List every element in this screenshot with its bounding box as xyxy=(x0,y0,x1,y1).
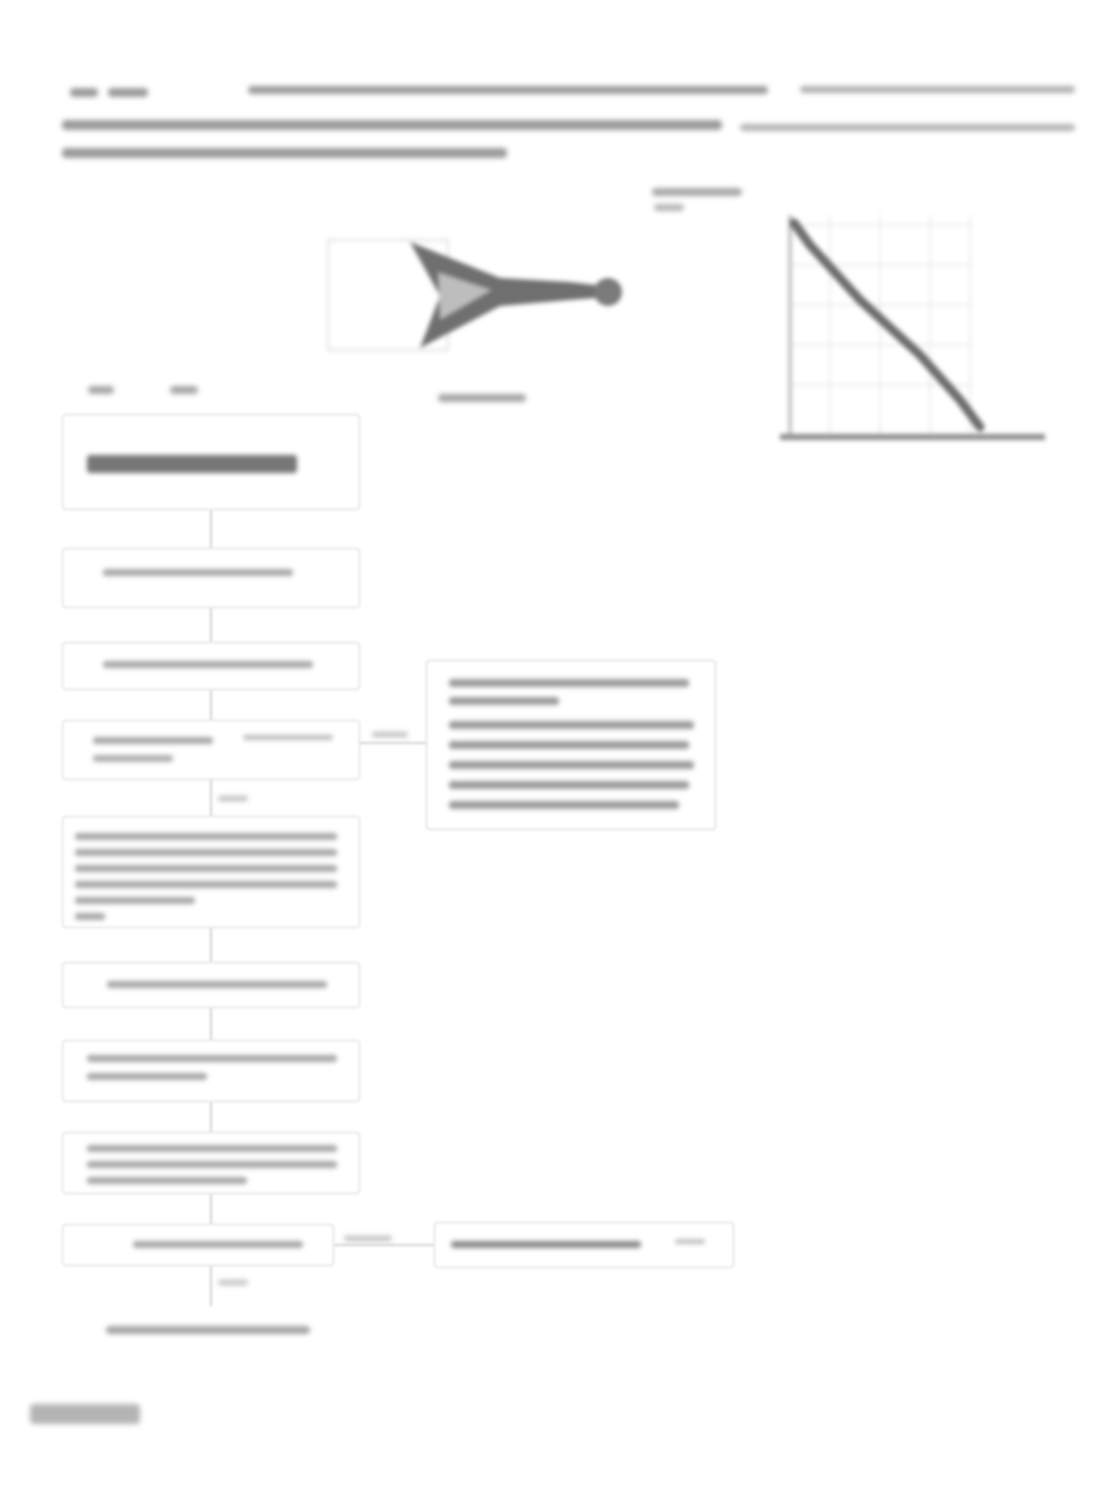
flow-connector xyxy=(210,1266,212,1306)
flow-step-9 xyxy=(62,1224,334,1266)
flow-step-1 xyxy=(62,414,360,510)
branch-label xyxy=(218,796,248,801)
page-reference xyxy=(30,1404,140,1424)
graph-illustration xyxy=(770,205,1060,465)
flow-step-5 xyxy=(62,816,360,928)
connector-icon xyxy=(327,239,622,351)
flow-step-3 xyxy=(62,642,360,690)
flow-header-label xyxy=(88,386,114,394)
flow-connector xyxy=(210,510,212,548)
flow-branch-connector xyxy=(334,1244,434,1246)
flow-branch-connector xyxy=(360,742,426,744)
branch-label xyxy=(344,1236,392,1241)
branch-label xyxy=(218,1280,248,1285)
branch-label xyxy=(372,732,408,737)
connector-caption xyxy=(438,394,526,402)
flow-connector xyxy=(210,1194,212,1224)
connector-illustration xyxy=(320,220,640,370)
flow-connector xyxy=(210,1102,212,1132)
flow-step-7 xyxy=(62,1040,360,1102)
flow-step-6 xyxy=(62,962,360,1008)
flow-side-note xyxy=(426,660,716,830)
graph-icon xyxy=(780,215,1045,440)
flow-step-11 xyxy=(106,1326,310,1334)
flow-connector xyxy=(210,780,212,816)
flow-step-4 xyxy=(62,720,360,780)
flow-step-8 xyxy=(62,1132,360,1194)
chart-caption-2 xyxy=(654,204,684,211)
flow-header-label-2 xyxy=(170,386,198,394)
flow-connector xyxy=(210,1008,212,1040)
flow-connector xyxy=(210,928,212,962)
flow-connector xyxy=(210,690,212,720)
chart-caption xyxy=(652,188,742,196)
flow-step-2 xyxy=(62,548,360,608)
flow-step-10 xyxy=(434,1222,734,1268)
flow-connector xyxy=(210,608,212,642)
